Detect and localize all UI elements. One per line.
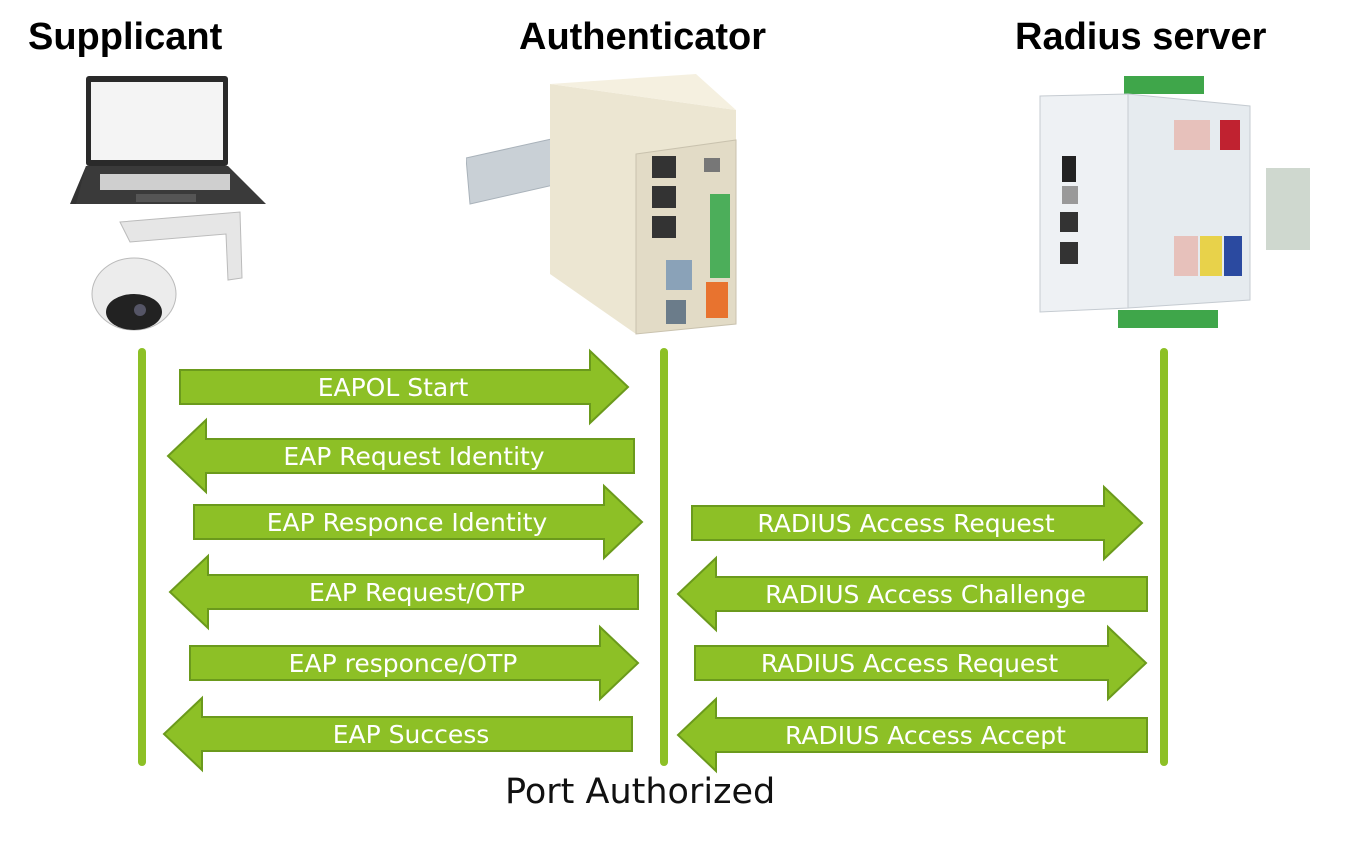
arrow-label: RADIUS Access Accept xyxy=(785,721,1066,750)
arrow-label: RADIUS Access Challenge xyxy=(765,580,1086,609)
supplicant-message-arrow-0: EAPOL Start xyxy=(179,348,630,426)
arrow-left-icon xyxy=(162,695,633,773)
radius-server-header: Radius server xyxy=(1015,16,1267,58)
arrow-left-icon xyxy=(676,696,1148,774)
radius-server-lifeline xyxy=(1160,348,1168,766)
arrow-label: EAP responce/OTP xyxy=(289,649,518,678)
arrow-left-icon xyxy=(168,553,639,631)
arrow-right-icon xyxy=(189,624,640,702)
radius-message-arrow-3: RADIUS Access Accept xyxy=(676,696,1148,774)
arrow-label: RADIUS Access Request xyxy=(757,509,1054,538)
radius-message-arrow-0: RADIUS Access Request xyxy=(691,484,1144,562)
arrow-left-icon xyxy=(166,417,635,495)
security-camera-icon xyxy=(91,211,243,331)
supplicant-message-arrow-5: EAP Success xyxy=(162,695,633,773)
port-authorized-label: Port Authorized xyxy=(505,772,776,812)
arrow-right-icon xyxy=(179,348,630,426)
supplicant-message-arrow-4: EAP responce/OTP xyxy=(189,624,640,702)
arrow-label: EAP Success xyxy=(333,720,490,749)
arrow-label: EAPOL Start xyxy=(318,373,469,402)
authenticator-header: Authenticator xyxy=(519,16,766,58)
arrow-label: EAP Responce Identity xyxy=(267,508,548,537)
supplicant-message-arrow-3: EAP Request/OTP xyxy=(168,553,639,631)
supplicant-message-arrow-2: EAP Responce Identity xyxy=(193,483,644,561)
arrow-right-icon xyxy=(193,483,644,561)
arrow-right-icon xyxy=(694,624,1148,702)
supplicant-message-arrow-1: EAP Request Identity xyxy=(166,417,635,495)
authenticator-lifeline xyxy=(660,348,668,766)
arrow-label: EAP Request/OTP xyxy=(309,578,525,607)
laptop-icon xyxy=(70,76,266,204)
arrow-label: EAP Request Identity xyxy=(283,442,544,471)
supplicant-devices-image xyxy=(70,76,266,331)
radius-message-arrow-2: RADIUS Access Request xyxy=(694,624,1148,702)
arrow-label: RADIUS Access Request xyxy=(761,649,1058,678)
arrow-right-icon xyxy=(691,484,1144,562)
supplicant-header: Supplicant xyxy=(28,16,223,58)
arrow-left-icon xyxy=(676,555,1148,633)
authenticator-switch-image xyxy=(466,74,737,335)
radius-message-arrow-1: RADIUS Access Challenge xyxy=(676,555,1148,633)
supplicant-lifeline xyxy=(138,348,146,766)
radius-server-image xyxy=(1039,76,1310,328)
